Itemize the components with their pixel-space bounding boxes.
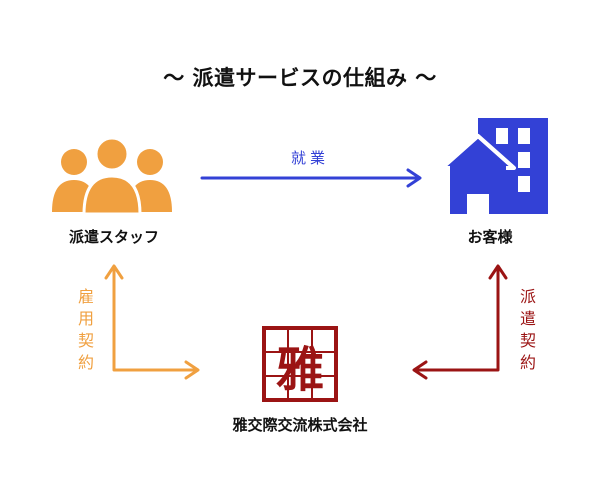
office-building-icon xyxy=(440,118,548,214)
diagram-title: 〜 派遣サービスの仕組み 〜 xyxy=(163,66,437,90)
dispatch-contract-arrow xyxy=(412,264,508,380)
company-logo-icon: 雅 xyxy=(262,326,338,402)
employment-contract-arrow xyxy=(104,264,200,380)
work-label: 就業 xyxy=(290,149,329,167)
people-group-icon xyxy=(52,136,172,216)
dispatch-contract-label: 派 遣 契 約 xyxy=(519,287,536,372)
agency-label: 雅交際交流株式会社 xyxy=(232,416,368,434)
staff-label: 派遣スタッフ xyxy=(68,228,159,246)
company-logo-text: 雅 xyxy=(276,342,324,398)
work-arrow xyxy=(200,168,422,188)
employment-contract-label: 雇 用 契 約 xyxy=(77,287,94,372)
client-label: お客様 xyxy=(467,228,513,246)
